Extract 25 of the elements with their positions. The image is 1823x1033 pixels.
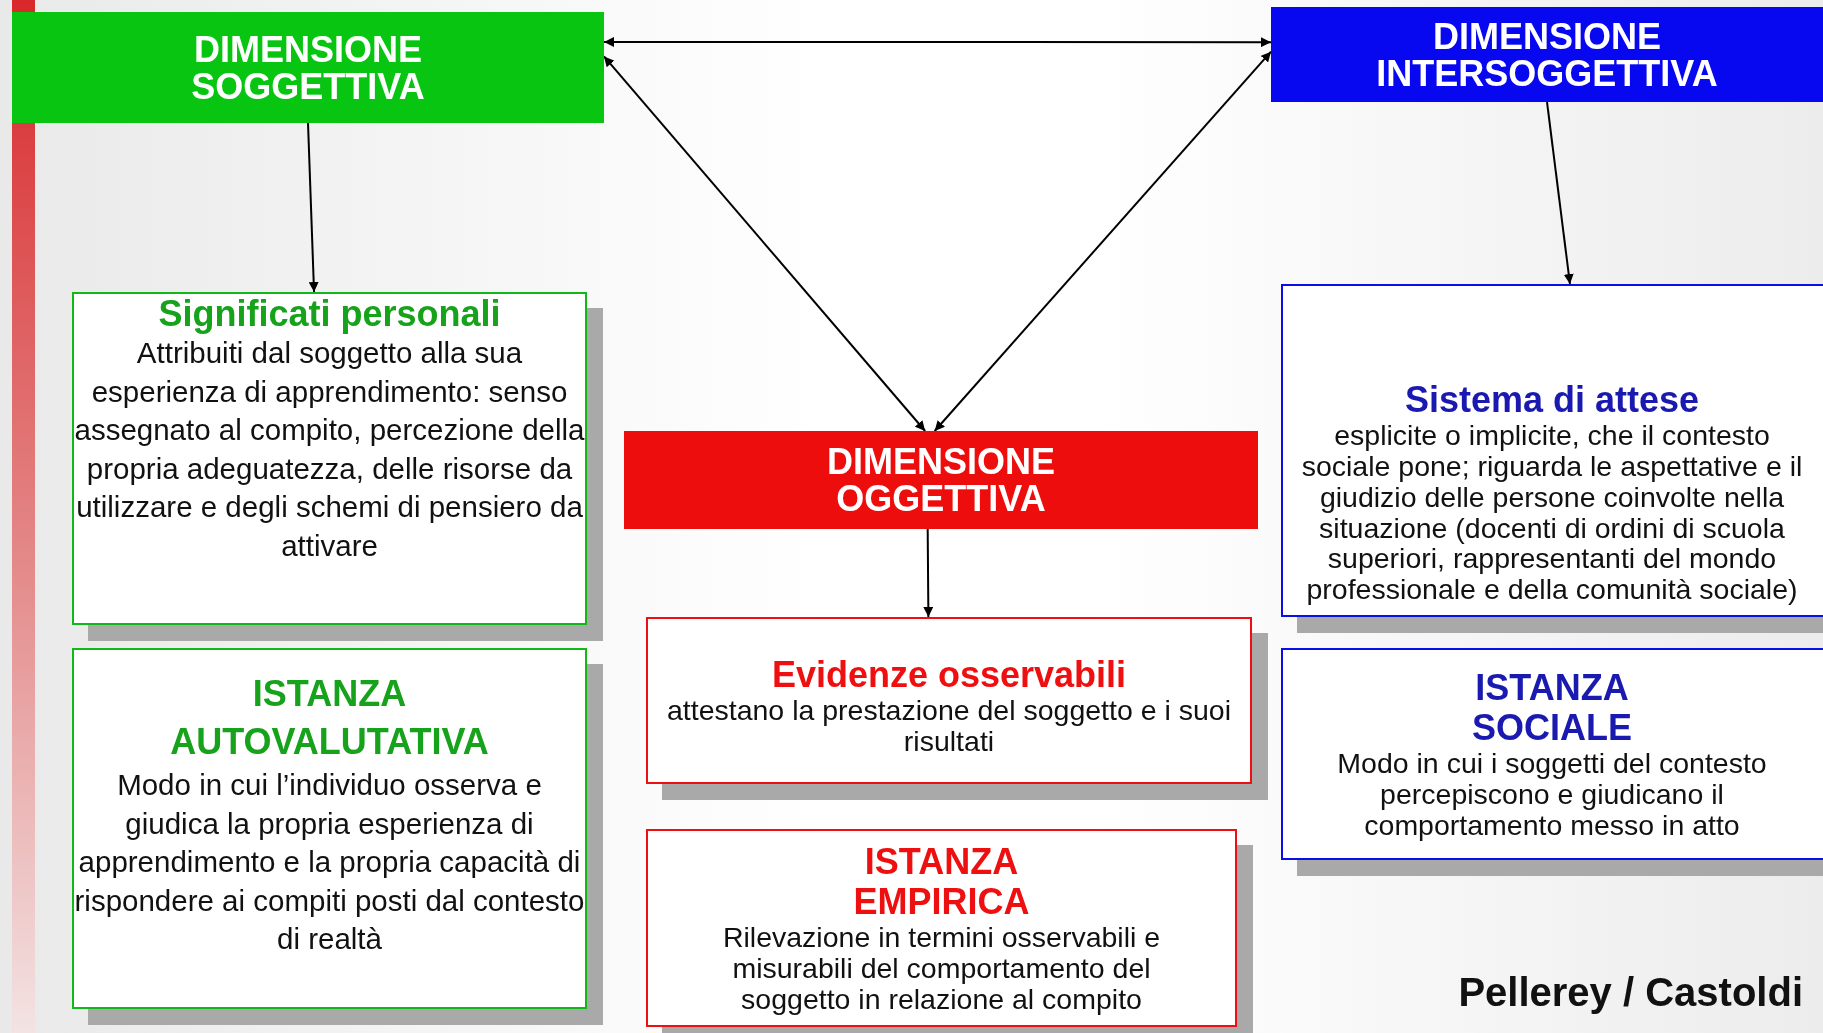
- card-title: ISTANZA EMPIRICA: [852, 841, 1031, 922]
- card-description: esplicite o implicite, che il contesto sociale pone; riguarda le aspettative e il giudizio delle persone coinvolte nella situazione (docenti di ordini di scuola superiori, rappresentanti del mondo professionale e della comunità sociale): [1300, 420, 1804, 605]
- arrow: [603, 55, 927, 432]
- card-title: ISTANZA SOCIALE: [1471, 668, 1633, 748]
- arrow: [923, 528, 934, 618]
- card-description: attestano la prestazione del soggetto e i suoi risultati: [665, 694, 1232, 757]
- card-description: Attribuiti dal soggetto alla sua esperienza di apprendimento: senso assegnato al compito, percezione della propria adeguatezza, delle risorse da utilizzare e degli schemi di pensiero da attivare: [74, 335, 585, 564]
- header-title: DIMENSIONE OGGETTIVA: [826, 443, 1056, 517]
- card-title: Sistema di attese: [1404, 380, 1700, 421]
- header-title: DIMENSIONE INTERSOGGETTIVA: [1375, 17, 1719, 92]
- arrow: [933, 50, 1272, 432]
- arrow: [307, 122, 319, 293]
- arrow: [1546, 101, 1574, 285]
- author-credit: Pellerey / Castoldi: [1458, 970, 1803, 1015]
- card-title: Evidenze osservabili: [771, 654, 1127, 695]
- card-title: Significati personali: [158, 294, 501, 334]
- card-description: Modo in cui i soggetti del contesto percepiscono e giudicano il comportamento messo in atto: [1336, 748, 1768, 841]
- dimension-header: [12, 12, 604, 123]
- card-title: ISTANZA AUTOVALUTATIVA: [169, 672, 490, 764]
- arrow: [603, 36, 1272, 48]
- dimension-header: [624, 431, 1258, 529]
- card-description: Rilevazione in termini osservabili e misurabili del comportamento del soggetto in relazione al compito: [721, 921, 1162, 1015]
- dimension-header: [1271, 7, 1823, 102]
- header-title: DIMENSIONE SOGGETTIVA: [190, 30, 426, 105]
- card-description: Modo in cui l’individuo osserva e giudica la propria esperienza di apprendimento e la propria capacità di rispondere ai compiti posti dal contesto di realtà: [74, 767, 585, 957]
